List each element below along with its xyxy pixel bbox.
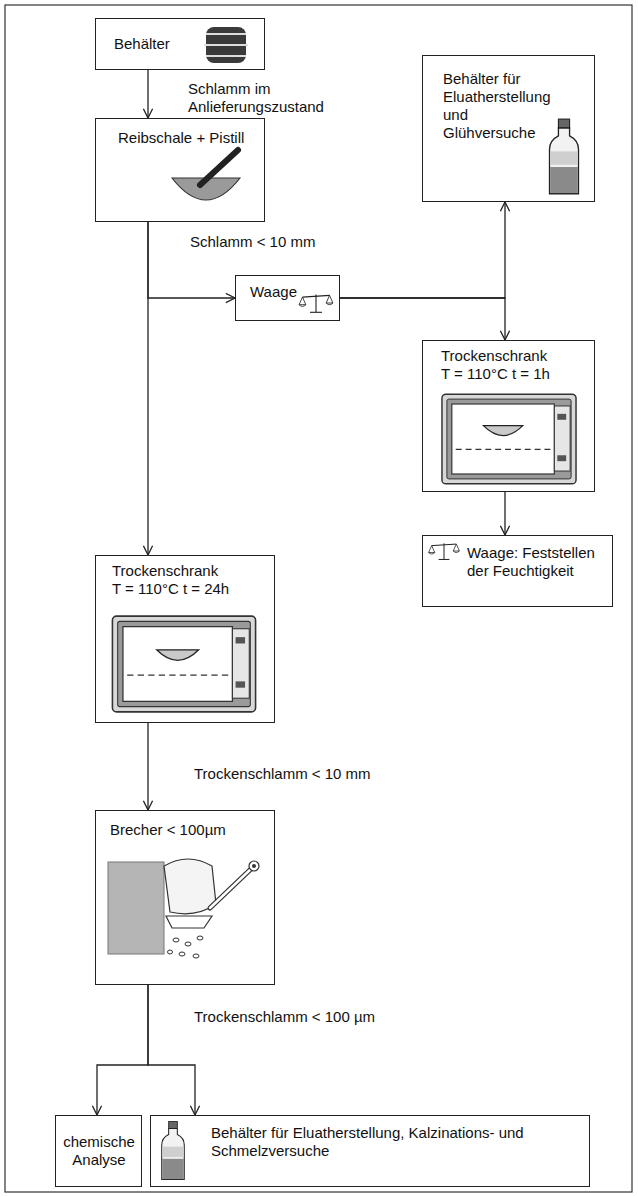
scales-icon: [299, 295, 333, 313]
bottle-icon: [162, 1122, 185, 1180]
box-label: Behälter für Eluatherstellung, Kalzinati…: [211, 1124, 571, 1160]
box-label: Trockenschrank: [441, 347, 547, 365]
analysis-box: chemische Analyse: [55, 1115, 142, 1187]
crusher-icon: [168, 950, 173, 954]
crusher-icon: [193, 954, 199, 958]
crusher-icon: [108, 862, 164, 954]
flow-arrow: [147, 723, 148, 810]
scale-box: Waage: [235, 275, 340, 321]
flow-arrow: [340, 202, 505, 298]
crusher-icon: [210, 868, 252, 908]
flow-arrow: [97, 985, 148, 1115]
oven-icon: [442, 394, 576, 484]
box-label: Reibschale + Pistill: [118, 129, 244, 147]
crusher-icon: [164, 859, 216, 914]
box-parameter: T = 110°C t = 24h: [112, 580, 229, 598]
container-box: Behälter für Eluatherstellung und Glühve…: [422, 55, 595, 202]
flow-arrow: [147, 70, 148, 118]
barrel-icon: [206, 33, 246, 35]
crusher-box: Brecher < 100µm: [95, 810, 275, 985]
crusher-icon: [210, 868, 252, 908]
mortar-box: Reibschale + Pistill: [95, 118, 265, 222]
crusher-icon: [108, 859, 259, 958]
crusher-icon: [252, 864, 256, 868]
flow-arrow: [340, 298, 505, 340]
bottle-icon: [162, 1122, 185, 1180]
oven-icon: [112, 616, 255, 712]
crusher-icon: [173, 938, 179, 942]
scales-icon: [429, 543, 460, 559]
mortar-icon: [200, 150, 238, 185]
crusher-icon: [197, 936, 203, 940]
scales-icon: [429, 543, 460, 559]
crusher-icon: [168, 936, 204, 958]
box-label: chemische Analyse: [62, 1133, 136, 1169]
mortar-icon: [172, 150, 240, 200]
bottle-icon: [550, 119, 579, 194]
box-label: Behälter: [114, 35, 170, 53]
scales-icon: [299, 295, 333, 313]
flow-arrow: [148, 985, 195, 1115]
crusher-icon: [179, 952, 185, 956]
box-label: Behälter für Eluatherstellung und Glühve…: [443, 70, 553, 142]
barrel-icon: [204, 44, 248, 46]
oven-icon: [442, 394, 576, 484]
scale-box: Waage: Feststellen der Feuchtigkeit: [422, 535, 613, 607]
crusher-icon: [166, 916, 212, 928]
flow-label: Trockenschlamm < 100 µm: [192, 1008, 377, 1026]
container-box: Behälter für Eluatherstellung, Kalzinati…: [150, 1115, 590, 1187]
oven-box: TrockenschrankT = 110°C t = 24h: [95, 555, 275, 723]
flow-label: Trockenschlamm < 10 mm: [192, 765, 373, 783]
bottle-icon: [550, 119, 579, 194]
outer-frame: [5, 5, 632, 1192]
outer-frame: [5, 5, 632, 1192]
box-parameter: T = 110°C t = 1h: [441, 365, 550, 383]
crusher-icon: [185, 942, 191, 946]
oven-box: TrockenschrankT = 110°C t = 1h: [422, 340, 595, 492]
barrel-icon: [206, 55, 246, 57]
container-box: Behälter: [95, 18, 265, 70]
barrel-icon: [204, 27, 248, 63]
oven-icon: [112, 616, 255, 712]
flow-label: Schlamm im Anlieferungszustand: [186, 80, 340, 116]
box-label: Waage: Feststellen der Feuchtigkeit: [467, 544, 607, 580]
crusher-icon: [249, 861, 259, 871]
box-label: Brecher < 100µm: [110, 821, 226, 839]
flow-arrow: [504, 492, 505, 535]
box-label: Trockenschrank: [112, 562, 218, 580]
flow-label: Schlamm < 10 mm: [188, 233, 317, 251]
box-label: Waage: [250, 283, 297, 301]
